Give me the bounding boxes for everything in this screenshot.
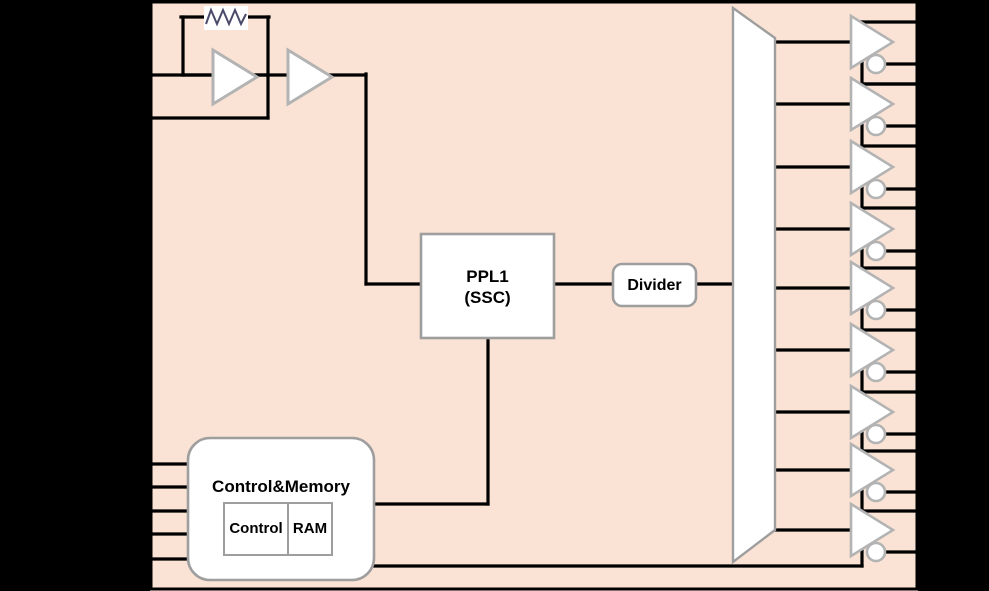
output-buffer-5-bubble [865, 299, 887, 321]
divider-block[interactable] [611, 262, 698, 308]
output-bus[interactable] [731, 5, 777, 565]
ram-cell[interactable] [287, 502, 333, 556]
output-buffer-7-bubble [865, 423, 887, 445]
feedback-resistor-icon[interactable] [205, 7, 247, 27]
crystal-amplifier[interactable] [211, 47, 260, 107]
control-cell[interactable] [223, 502, 289, 556]
buffer-amplifier[interactable] [286, 47, 335, 107]
output-buffer-4-bubble [865, 240, 887, 262]
output-buffer-8-bubble [865, 481, 887, 503]
output-buffer-1-bubble [865, 53, 887, 75]
pll-block[interactable] [419, 232, 556, 340]
output-buffer-2-bubble [865, 115, 887, 137]
output-buffer-9-bubble [865, 541, 887, 563]
output-buffer-6-bubble [865, 361, 887, 383]
output-buffer-3-bubble [865, 178, 887, 200]
